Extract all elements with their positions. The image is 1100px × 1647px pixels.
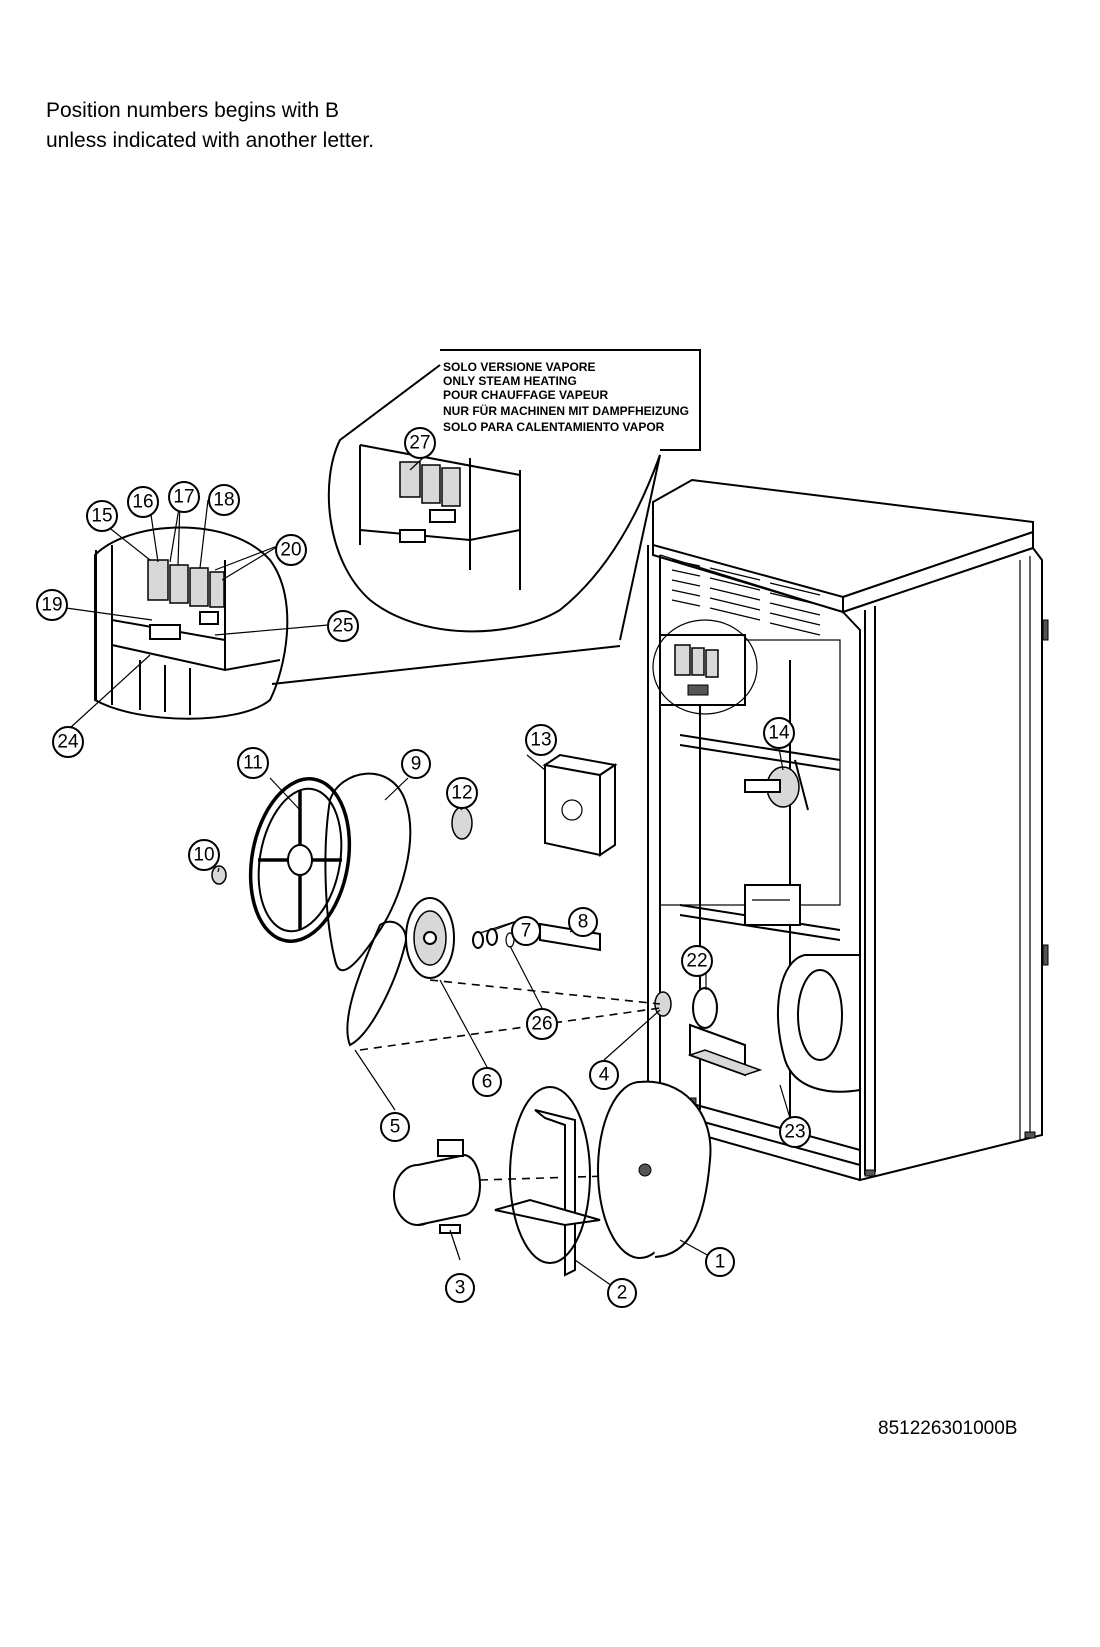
position-bubble-17: 17: [168, 481, 200, 513]
position-label-8: 8: [578, 912, 589, 933]
position-label-27: 27: [409, 433, 430, 454]
position-bubble-26: 26: [526, 1008, 558, 1040]
steam-callout-line-3: POUR CHAUFFAGE VAPEUR: [443, 388, 608, 402]
position-label-15: 15: [91, 506, 112, 527]
steam-callout-line-4: NUR FÜR MACHINEN MIT DAMPFHEIZUNG: [443, 403, 689, 418]
position-bubble-6: 6: [472, 1067, 502, 1097]
machine-cabinet: [647, 478, 1049, 1182]
position-bubble-2: 2: [607, 1278, 637, 1308]
position-label-22: 22: [686, 951, 707, 972]
position-label-1: 1: [715, 1252, 726, 1273]
note-line-2: unless indicated with another letter.: [46, 129, 375, 152]
washer: [472, 931, 484, 949]
nut: [211, 865, 227, 885]
large-pulley: [248, 777, 352, 943]
position-bubble-4: 4: [589, 1060, 619, 1090]
position-label-18: 18: [213, 490, 234, 511]
motor-cover-box: [542, 753, 618, 857]
position-bubble-20: 20: [275, 534, 307, 566]
position-bubble-1: 1: [705, 1247, 735, 1277]
position-label-2: 2: [617, 1283, 628, 1304]
position-label-26: 26: [531, 1014, 552, 1035]
position-label-4: 4: [599, 1065, 610, 1086]
steam-callout-line-1: SOLO VERSIONE VAPORE: [443, 360, 595, 374]
position-bubble-12: 12: [446, 777, 478, 809]
position-label-5: 5: [390, 1117, 401, 1138]
fan-wheel: [597, 1080, 712, 1259]
position-label-11: 11: [243, 753, 263, 774]
position-label-25: 25: [332, 616, 353, 637]
position-bubble-5: 5: [380, 1112, 410, 1142]
position-label-9: 9: [411, 754, 422, 775]
steam-callout-line-5: SOLO PARA CALENTAMIENTO VAPOR: [443, 420, 665, 434]
position-label-12: 12: [451, 783, 472, 804]
position-bubble-9: 9: [401, 749, 431, 779]
position-bubble-27: 27: [404, 427, 436, 459]
motor-bracket: [494, 1086, 601, 1277]
position-bubble-18: 18: [208, 484, 240, 516]
position-bubble-8: 8: [568, 907, 598, 937]
position-label-14: 14: [768, 723, 790, 744]
position-label-3: 3: [455, 1278, 466, 1299]
position-bubble-19: 19: [36, 589, 68, 621]
position-label-20: 20: [280, 540, 301, 561]
position-bubble-16: 16: [127, 486, 159, 518]
drive-belt-small: [346, 920, 407, 1047]
steam-callout-line-2: ONLY STEAM HEATING: [443, 374, 577, 388]
position-label-16: 16: [132, 492, 153, 513]
document-number: 851226301000B: [878, 1418, 1018, 1439]
bearing: [451, 806, 473, 840]
position-bubble-15: 15: [86, 500, 118, 532]
position-bubble-7: 7: [511, 916, 541, 946]
position-label-7: 7: [521, 921, 532, 942]
position-bubble-24: 24: [52, 726, 84, 758]
position-label-17: 17: [173, 487, 194, 508]
position-bubble-13: 13: [525, 724, 557, 756]
position-bubble-10: 10: [188, 839, 220, 871]
drive-belt-large: [324, 772, 412, 972]
position-label-24: 24: [57, 732, 79, 753]
position-label-23: 23: [784, 1122, 805, 1143]
position-label-6: 6: [482, 1072, 493, 1093]
steam-heating-detail: [327, 349, 701, 641]
note-line-1: Position numbers begins with B: [46, 99, 339, 122]
position-label-10: 10: [193, 845, 214, 866]
position-bubble-23: 23: [779, 1116, 811, 1148]
position-bubble-25: 25: [327, 610, 359, 642]
drive-motor: [393, 1139, 481, 1234]
position-bubble-11: 11: [237, 747, 269, 779]
position-bubble-3: 3: [445, 1273, 475, 1303]
position-label-19: 19: [41, 595, 62, 616]
position-bubble-14: 14: [763, 717, 795, 749]
position-label-13: 13: [530, 730, 551, 751]
position-note: Position numbers begins with B unless in…: [46, 96, 374, 156]
motor-pulley: [405, 897, 455, 979]
position-bubble-22: 22: [681, 945, 713, 977]
washer-2: [486, 928, 498, 946]
